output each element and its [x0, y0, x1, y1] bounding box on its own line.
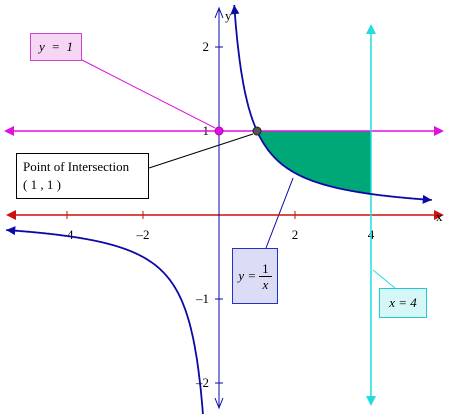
x-tick-label: –4: [60, 227, 75, 242]
label-line-y1-text: y = 1: [38, 39, 74, 54]
y-tick-label: –2: [195, 375, 209, 390]
intersection-point-marker: [252, 126, 262, 136]
line-x4-arrow-top: [366, 24, 376, 34]
line-x4-arrow-bottom: [366, 396, 376, 406]
curve-arrowheads: [6, 5, 432, 236]
curve-label-connector: [265, 177, 294, 249]
curve-branch-positive: [233, 4, 432, 201]
x-axis-arrow-left: [6, 210, 16, 220]
curve-branch-negative: [6, 229, 204, 414]
label-line-x4: x = 4: [379, 288, 427, 318]
line-y1-arrow-left: [4, 126, 14, 136]
y-tick-label: –1: [195, 291, 209, 306]
x-axis-arrow-right: [434, 210, 444, 220]
y-axis-arrow-bottom: [214, 397, 224, 410]
curve-eq-denominator: x: [262, 276, 269, 292]
intersection-title: Point of Intersection: [23, 159, 130, 174]
curve-arrow-right: [422, 194, 432, 204]
y-axis-label: y: [225, 8, 232, 23]
x-axis-label: x: [436, 209, 443, 224]
curve-arrow-top: [230, 5, 240, 15]
y1-label-connector: [81, 59, 216, 129]
line-y1-arrow-right: [434, 126, 444, 136]
intersection-label-connector: [148, 133, 254, 169]
x-tick-label: 2: [292, 227, 299, 242]
y-intercept-point-marker: [214, 126, 224, 136]
y-tick-label: 2: [203, 39, 210, 54]
shaded-region: [257, 131, 371, 194]
label-curve-equation: y = 1 x: [232, 248, 278, 304]
curve-eq-lhs: y =: [238, 268, 257, 283]
label-line-y1: y = 1: [30, 33, 82, 61]
intersection-coords: ( 1 , 1 ): [23, 177, 61, 192]
x-tick-label: –2: [136, 227, 150, 242]
curve-eq-fraction: 1 x: [259, 261, 272, 292]
label-line-x4-text: x = 4: [389, 295, 417, 310]
y-axis-arrow-top: [214, 6, 224, 19]
curve-eq-numerator: 1: [259, 261, 272, 277]
x4-label-connector: [372, 269, 396, 289]
label-intersection: Point of Intersection ( 1 , 1 ): [16, 153, 149, 199]
curve-arrow-left: [6, 226, 16, 236]
